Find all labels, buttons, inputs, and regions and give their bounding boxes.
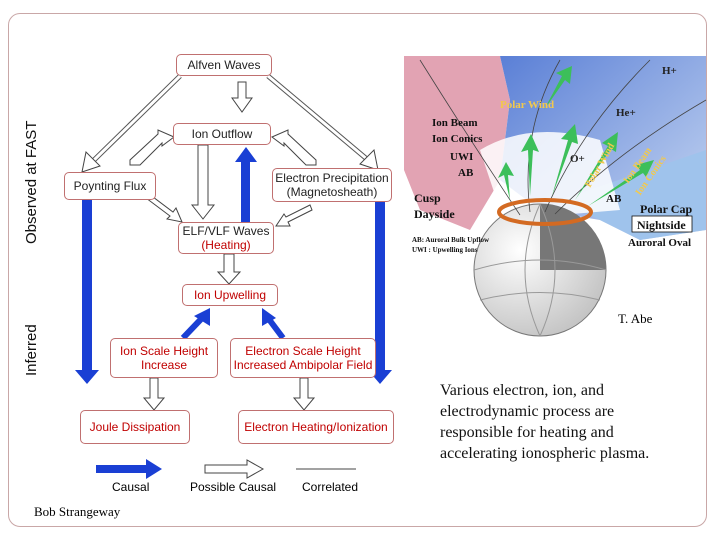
- node-ion-scale-line2: Increase: [140, 358, 188, 372]
- node-electron-heating: Electron Heating/Ionization: [238, 410, 394, 444]
- node-poynting-flux: Poynting Flux: [64, 172, 156, 200]
- node-electron-precip-line2: (Magnetosheath): [286, 185, 378, 199]
- caption: Various electron, ion, and electrodynami…: [440, 380, 649, 464]
- caption-line: responsible for heating and: [440, 424, 614, 441]
- node-ion-upwelling-text: Ion Upwelling: [193, 288, 267, 302]
- node-ion-outflow: Ion Outflow: [173, 123, 271, 145]
- caption-line: electrodynamic process are: [440, 403, 615, 420]
- caption-line: accelerating ionospheric plasma.: [440, 445, 650, 462]
- node-joule-text: Joule Dissipation: [89, 420, 181, 434]
- caption-line: Various electron, ion, and: [440, 382, 604, 399]
- legend-causal: Causal: [112, 480, 150, 494]
- possible-causal-arrows: [81, 74, 379, 411]
- node-electron-scale-line1: Electron Scale Height: [245, 344, 361, 358]
- node-electron-precipitation: Electron Precipitation(Magnetosheath): [272, 168, 392, 202]
- node-ion-outflow-text: Ion Outflow: [191, 127, 253, 141]
- node-elf-line2: (Heating): [201, 238, 251, 252]
- legend-correlated: Correlated: [302, 480, 359, 494]
- node-elf-line1: ELF/VLF Waves: [182, 224, 270, 238]
- node-electron-heating-text: Electron Heating/Ionization: [244, 420, 388, 434]
- node-alfven-waves: Alfven Waves: [176, 54, 272, 76]
- causal-arrows: [75, 147, 392, 384]
- node-poynting-text: Poynting Flux: [73, 179, 147, 193]
- node-electron-scale-line2: Increased Ambipolar Field: [233, 358, 373, 372]
- figure-credit: T. Abe: [618, 311, 653, 326]
- legend-possible-causal: Possible Causal: [190, 480, 277, 494]
- legend-arrows: [96, 459, 356, 479]
- node-electron-precip-line1: Electron Precipitation: [275, 171, 389, 185]
- node-joule-dissipation: Joule Dissipation: [80, 410, 190, 444]
- node-alfven-text: Alfven Waves: [187, 58, 261, 72]
- node-ion-upwelling: Ion Upwelling: [182, 284, 278, 306]
- node-elf-vlf-waves: ELF/VLF Waves(Heating): [178, 222, 274, 254]
- node-ion-scale-line1: Ion Scale Height: [119, 344, 209, 358]
- slide-frame: [8, 13, 707, 527]
- author-credit: Bob Strangeway: [34, 504, 121, 519]
